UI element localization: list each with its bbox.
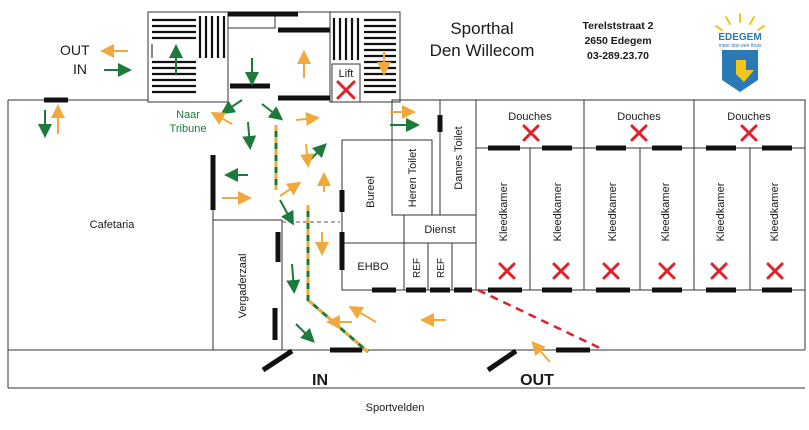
title-line-1: Sporthal (450, 19, 513, 38)
out-arrows (51, 50, 551, 363)
cafetaria-label: Cafetaria (90, 219, 136, 231)
kleedkamer-label-3: Kleedkamer (607, 182, 619, 241)
stairs-right (332, 18, 396, 94)
entrance-out-label: OUT (520, 372, 554, 389)
dames-toilet-label: Dames Toilet (453, 126, 465, 189)
douches-label-2: Douches (617, 111, 661, 123)
naar-tribune-line-2: Tribune (170, 123, 207, 135)
ref-label-1: REF (412, 258, 423, 278)
legend-in-label: IN (73, 61, 87, 77)
phone: 03-289.23.70 (587, 50, 649, 62)
vergaderzaal-label: Vergaderzaal (237, 254, 249, 319)
ehbo-label: EHBO (357, 261, 389, 273)
kleedkamer-label-6: Kleedkamer (769, 182, 781, 241)
title-line-2: Den Willecom (430, 41, 535, 60)
closed-barrier-line (477, 288, 605, 352)
legend: OUT IN (60, 42, 132, 77)
stairs-left (151, 16, 226, 94)
lift-closed-mark (336, 80, 356, 100)
kleedkamer-label-1: Kleedkamer (498, 182, 510, 241)
logo-name: EDEGEM (718, 32, 761, 43)
kleedkamer-closed-marks (498, 262, 784, 280)
douches-label-3: Douches (727, 111, 771, 123)
kleedkamer-label-2: Kleedkamer (552, 182, 564, 241)
legend-out-label: OUT (60, 42, 90, 58)
heren-toilet-label: Heren Toilet (407, 149, 419, 208)
kleedkamer-label-4: Kleedkamer (660, 182, 672, 241)
address-line-2: 2650 Edegem (584, 35, 651, 47)
logo-tagline: meer dan een thuis (719, 43, 762, 49)
lift-label: Lift (339, 68, 354, 80)
dienst-label: Dienst (424, 224, 455, 236)
bureel-label: Bureel (365, 176, 377, 208)
route-lines (274, 125, 369, 354)
address-line-1: Terelststraat 2 (582, 20, 653, 32)
sportvelden-label: Sportvelden (366, 402, 425, 414)
entrance-in-label: IN (312, 372, 328, 389)
douches-label-1: Douches (508, 111, 552, 123)
doors (44, 11, 792, 373)
edegem-logo: EDEGEM meer dan een thuis (715, 13, 765, 92)
naar-tribune-line-1: Naar (176, 109, 200, 121)
kleedkamer-label-5: Kleedkamer (715, 182, 727, 241)
ref-label-2: REF (436, 258, 447, 278)
douches-closed-marks (522, 124, 758, 142)
